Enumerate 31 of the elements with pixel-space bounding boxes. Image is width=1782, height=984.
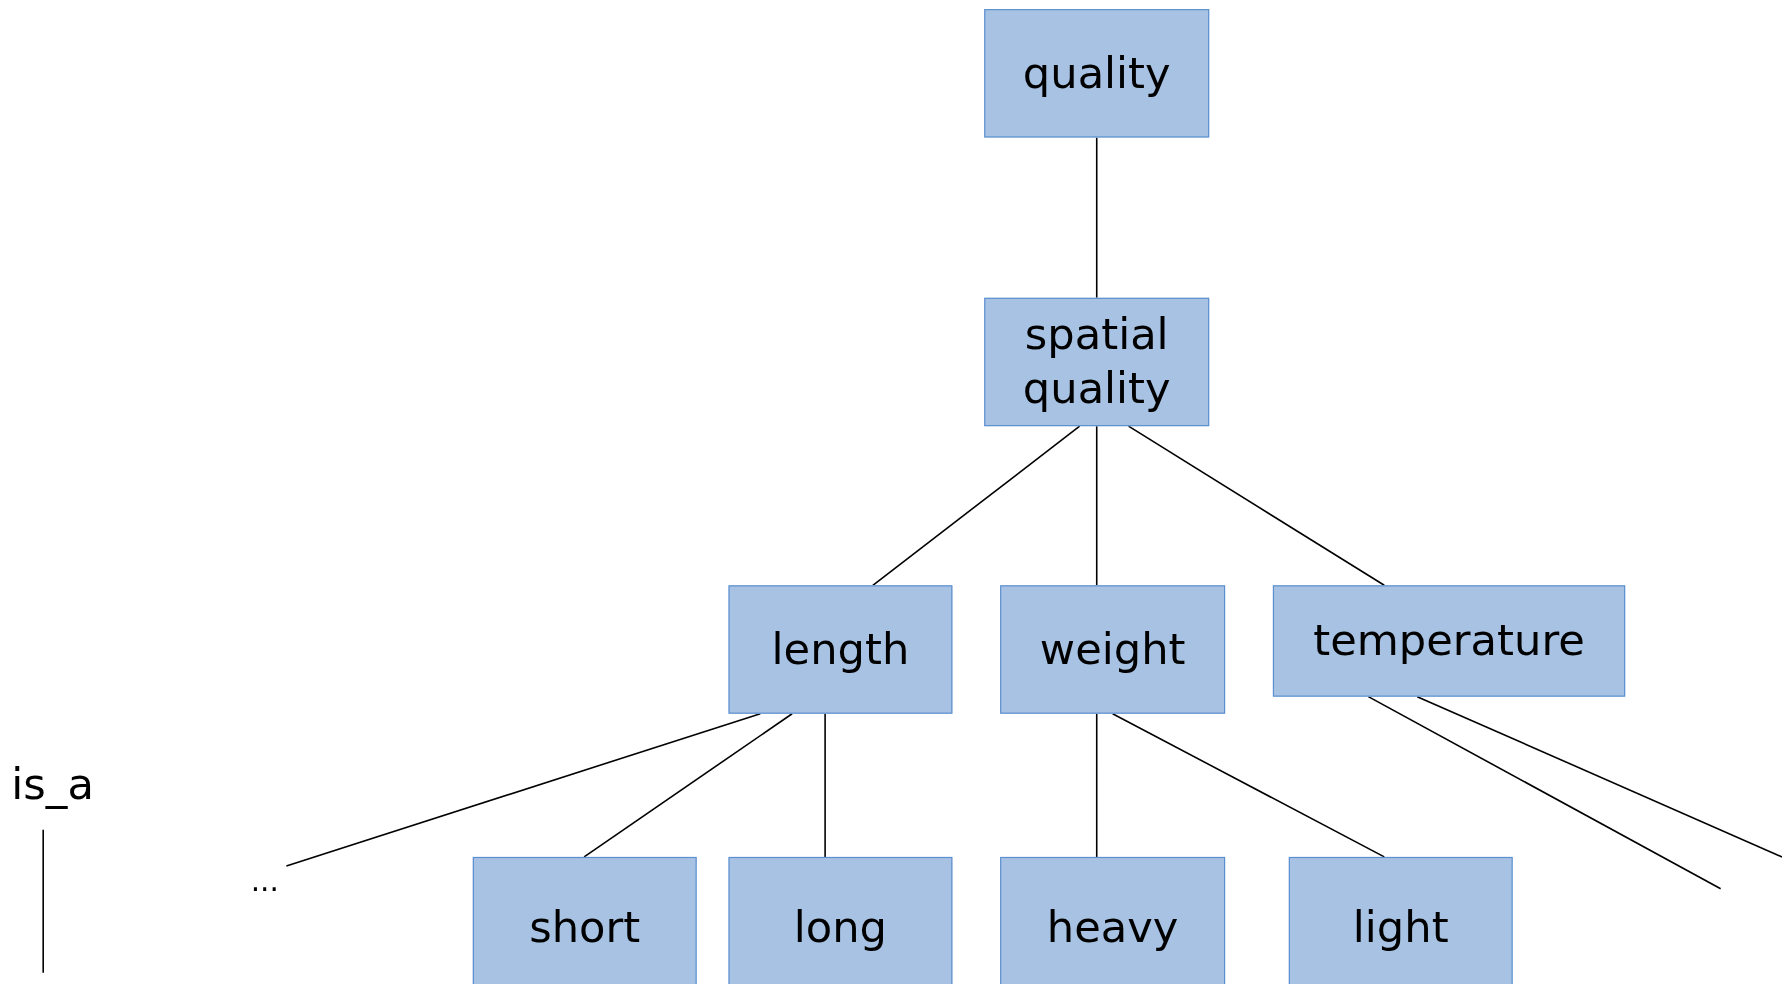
legend-text: is_a [11,759,94,810]
node-label: spatial quality [1021,308,1172,416]
concept-box [728,856,953,984]
concept-box [1000,585,1226,714]
concept-box [984,297,1210,427]
node-label: light [1352,901,1449,955]
connector-line [1095,712,1098,858]
node-label: quality [1022,46,1171,100]
node-label: long [793,901,888,955]
concept-box [472,856,697,984]
concept-box [984,9,1210,138]
node-label: heavy [1046,901,1179,955]
connector-line [1367,695,1722,890]
concept-box [1000,856,1226,984]
node-label: length [771,622,910,676]
concept-box [1288,856,1513,984]
connector-line [1416,695,1782,858]
concept-box [1272,585,1626,697]
connector-line [824,712,826,858]
node-label: temperature [1313,614,1585,668]
concept-box [728,585,953,714]
connector-line [583,712,793,858]
connector-line [285,712,762,867]
connector-line [1127,425,1386,587]
ellipsis-text: ... [250,862,279,900]
node-label: short [529,901,641,955]
connector-line [872,425,1081,587]
connector-line [1095,136,1098,299]
connector-line [1111,712,1386,858]
connector-line [1095,425,1098,587]
node-label: weight [1039,622,1186,676]
